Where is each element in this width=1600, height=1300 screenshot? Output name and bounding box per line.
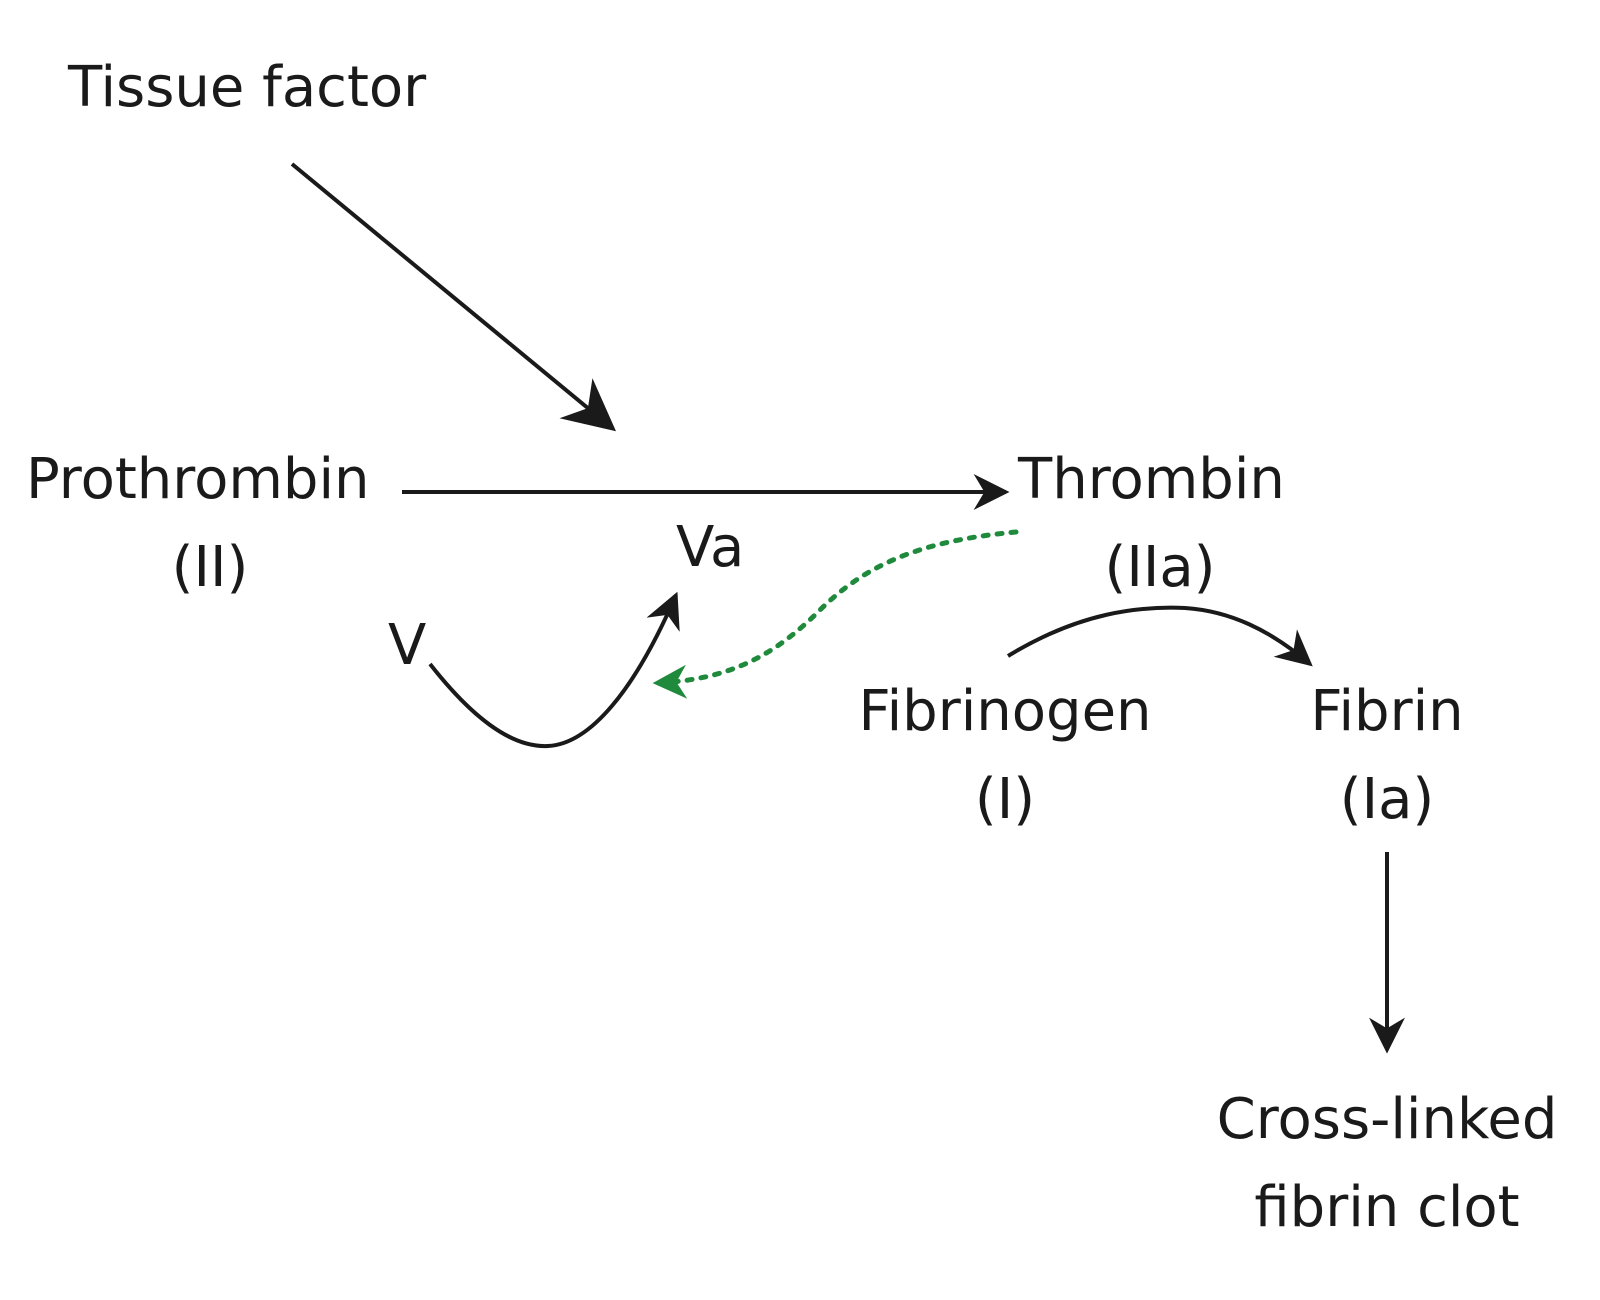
clot-label-line2: fibrin clot [1254,1175,1520,1240]
tissue-factor-label: Tissue factor [68,55,427,120]
prothrombin-code-label: (II) [171,535,249,600]
fibrinogen-label: Fibrinogen [858,679,1152,744]
clot-label-line1: Cross-linked [1216,1087,1558,1152]
thrombin-code-label: (IIa) [1104,535,1216,600]
factor-v-label: V [388,613,427,678]
factor-va-label: Va [676,515,745,580]
prothrombin-label: Prothrombin [26,447,370,512]
tissue-factor-arrow [290,162,617,432]
fibrinogen-to-fibrin-arrow [1006,605,1313,667]
fibrin-label: Fibrin [1310,679,1464,744]
thrombin-label: Thrombin [1018,447,1285,512]
fibrin-code-label: (Ia) [1339,767,1435,832]
fibrinogen-code-label: (I) [974,767,1036,832]
v-to-va-arrow [428,591,680,749]
thrombin-feedback-arrow [652,529,1019,699]
